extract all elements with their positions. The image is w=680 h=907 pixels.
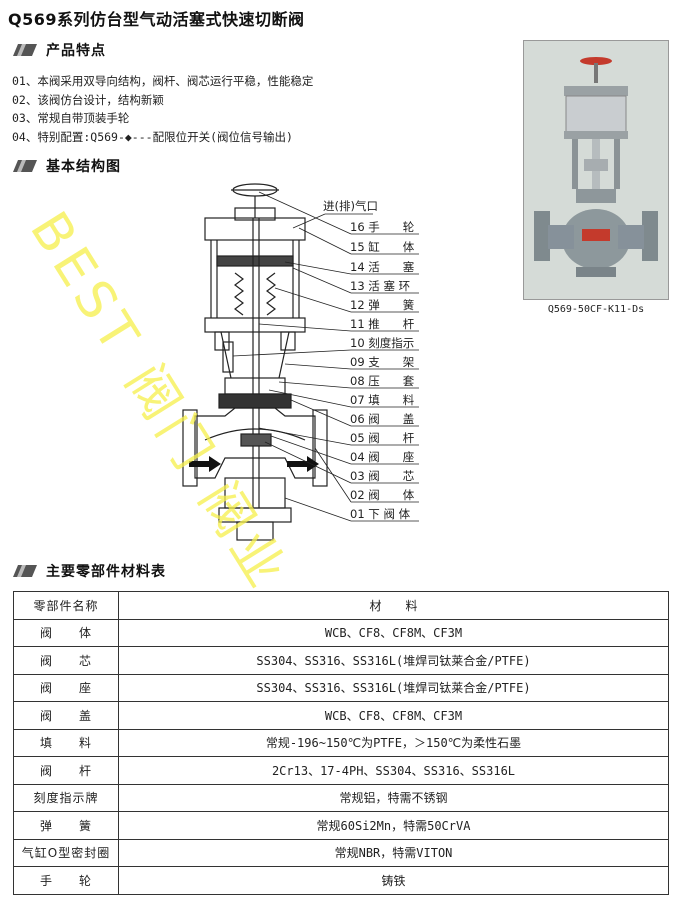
part-label: 02 阀 体	[350, 488, 415, 502]
part-label: 06 阀 盖	[350, 412, 414, 426]
part-name-cell: 阀 体	[13, 618, 119, 647]
photo-caption: Q569-50CF-K11-Ds	[547, 304, 645, 315]
part-name-cell: 阀 盖	[13, 701, 119, 730]
part-label: 05 阀 杆	[350, 431, 415, 445]
table-header-cell: 零部件名称	[13, 591, 119, 620]
feature-item: 04、特别配置:Q569-◆---配限位开关(阀位信号输出)	[12, 129, 293, 144]
materials-table: 零部件名称 材 料 阀 体 WCB、CF8、CF8M、CF3M 阀 芯 SS30…	[13, 591, 669, 895]
table-header-row: 零部件名称 材 料	[13, 591, 669, 620]
part-name-cell: 阀 杆	[13, 756, 119, 785]
table-row: 阀 体 WCB、CF8、CF8M、CF3M	[13, 618, 669, 647]
table-row: 阀 盖 WCB、CF8、CF8M、CF3M	[13, 701, 669, 730]
table-row: 手 轮 铸铁	[13, 866, 669, 895]
part-label: 12 弹 簧	[350, 298, 414, 312]
part-name-cell: 弹 簧	[13, 811, 119, 840]
section-marker-icon	[12, 43, 38, 57]
part-name-cell: 气缸O型密封圈	[13, 838, 119, 867]
table-row: 阀 座 SS304、SS316、SS316L(堆焊司钛莱合金/PTFE)	[13, 673, 669, 702]
part-name-cell: 阀 芯	[13, 646, 119, 675]
part-label: 03 阀 芯	[350, 469, 414, 483]
air-port-label: 进(排)气口	[323, 199, 378, 213]
material-cell: WCB、CF8、CF8M、CF3M	[118, 618, 669, 647]
material-cell: SS304、SS316、SS316L(堆焊司钛莱合金/PTFE)	[118, 673, 669, 702]
section-marker-icon	[12, 159, 38, 173]
section-marker-icon	[12, 564, 38, 578]
material-cell: 铸铁	[118, 866, 669, 895]
part-label: 13 活 塞 环	[350, 279, 410, 293]
part-name-cell: 刻度指示牌	[13, 783, 119, 812]
material-cell: 常规-196~150℃为PTFE，＞150℃为柔性石墨	[118, 728, 669, 757]
section-title-features: 产品特点	[46, 43, 106, 59]
part-label: 16 手 轮	[350, 220, 415, 234]
section-header-structure: 基本结构图	[12, 156, 121, 176]
part-name-cell: 阀 座	[13, 673, 119, 702]
table-header-cell: 材 料	[118, 591, 669, 620]
part-label: 10 刻度指示	[350, 336, 414, 350]
part-label: 15 缸 体	[350, 240, 415, 254]
part-name-cell: 手 轮	[13, 866, 119, 895]
feature-item: 02、该阀仿台设计，结构新颖	[12, 92, 164, 107]
part-label: 01 下 阀 体	[350, 507, 411, 521]
material-cell: 常规铝，特需不锈钢	[118, 783, 669, 812]
material-cell: 2Cr13、17-4PH、SS304、SS316、SS316L	[118, 756, 669, 785]
page-title: Q569系列仿台型气动活塞式快速切断阀	[8, 10, 305, 29]
part-label: 09 支 架	[350, 355, 414, 369]
part-label: 11 推 杆	[350, 317, 415, 331]
structure-diagram: 进(排)气口 16 手 轮 15 缸 体 14 活 塞 13 活 塞 环 12 …	[175, 178, 435, 562]
table-row: 阀 杆 2Cr13、17-4PH、SS304、SS316、SS316L	[13, 756, 669, 785]
part-label: 04 阀 座	[350, 450, 414, 464]
feature-item: 01、本阀采用双导向结构，阀杆、阀芯运行平稳，性能稳定	[12, 74, 314, 88]
table-row: 填 料 常规-196~150℃为PTFE，＞150℃为柔性石墨	[13, 728, 669, 757]
product-photo	[523, 40, 669, 300]
table-row: 弹 簧 常规60Si2Mn，特需50CrVA	[13, 811, 669, 840]
feature-item: 03、常规自带顶装手轮	[12, 111, 130, 125]
part-label: 14 活 塞	[350, 260, 415, 274]
section-title-structure: 基本结构图	[46, 159, 121, 175]
material-cell: 常规NBR，特需VITON	[118, 838, 669, 867]
features-list: 01、本阀采用双导向结构，阀杆、阀芯运行平稳，性能稳定 02、该阀仿台设计，结构…	[12, 72, 313, 146]
material-cell: SS304、SS316、SS316L(堆焊司钛莱合金/PTFE)	[118, 646, 669, 675]
material-cell: WCB、CF8、CF8M、CF3M	[118, 701, 669, 730]
table-row: 阀 芯 SS304、SS316、SS316L(堆焊司钛莱合金/PTFE)	[13, 646, 669, 675]
section-header-features: 产品特点	[12, 40, 106, 60]
section-title-materials: 主要零部件材料表	[46, 564, 166, 580]
table-row: 气缸O型密封圈 常规NBR，特需VITON	[13, 838, 669, 867]
material-cell: 常规60Si2Mn，特需50CrVA	[118, 811, 669, 840]
section-header-materials: 主要零部件材料表	[12, 561, 166, 581]
part-label: 08 压 套	[350, 374, 415, 388]
part-name-cell: 填 料	[13, 728, 119, 757]
part-label: 07 填 料	[350, 393, 415, 407]
table-row: 刻度指示牌 常规铝，特需不锈钢	[13, 783, 669, 812]
